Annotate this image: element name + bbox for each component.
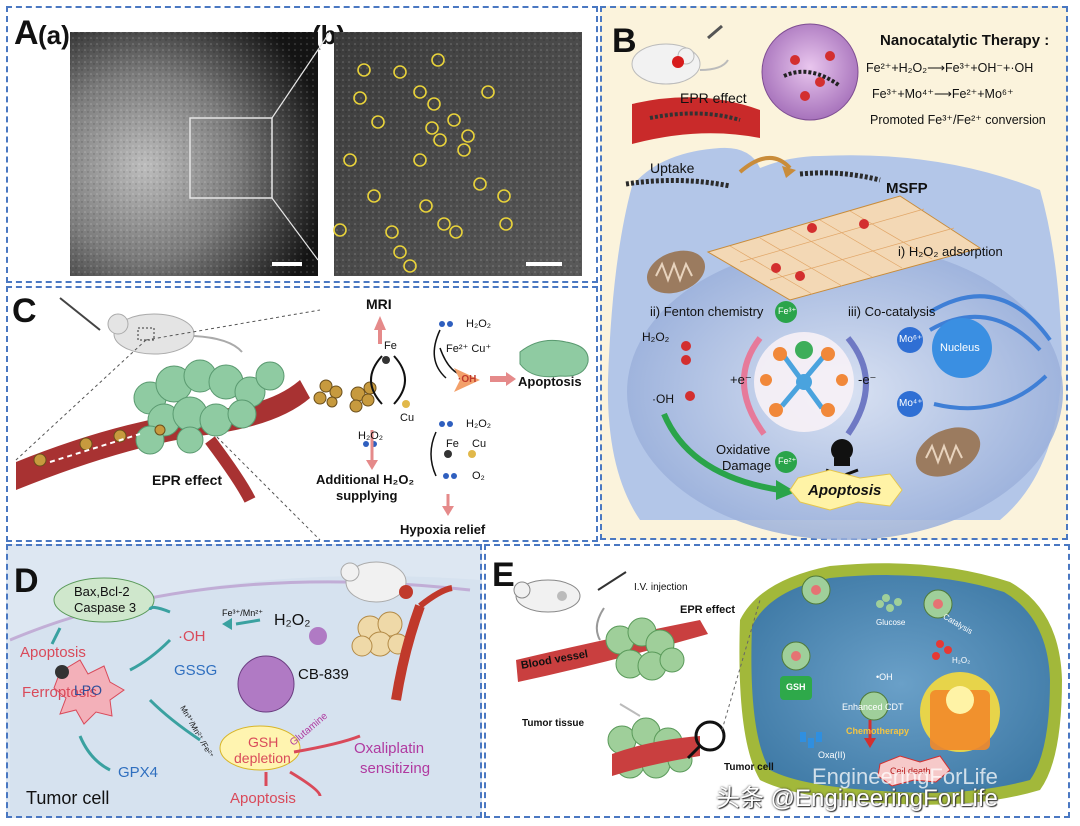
caspase-label: Caspase 3: [74, 600, 137, 615]
nucleus-label: Nucleus: [940, 342, 980, 354]
fe2-node: [775, 451, 797, 473]
uptake-label: Uptake: [650, 160, 695, 176]
oh-label-c: ·OH: [458, 374, 477, 385]
fe3-node: [775, 301, 797, 323]
oh-label-d: ·OH: [178, 628, 206, 645]
iv-injection-label: I.V. injection: [634, 582, 688, 593]
fe2-label: Fe²⁺: [778, 456, 797, 466]
panel-a: [6, 6, 598, 283]
panel-d-letter: D: [14, 562, 39, 600]
enhanced-cdt-label: Enhanced CDT: [842, 702, 904, 712]
panel-a-letter: A: [14, 14, 39, 52]
chemotherapy-label: Chemotherapy: [846, 726, 910, 736]
supplying-label: supplying: [336, 488, 398, 503]
watermark: 头条 @EngineeringForLife: [716, 785, 998, 812]
h2o2-label-d: H₂O₂: [274, 612, 311, 629]
bax-label: Bax,Bcl-2: [74, 584, 130, 599]
epr-label-e: EPR effect: [680, 604, 736, 616]
tumor-tissue-label: Tumor tissue: [522, 718, 585, 729]
plus-e-label: +e⁻: [730, 372, 752, 387]
apoptosis-1-label: Apoptosis: [20, 644, 86, 661]
mo6-node: [897, 327, 923, 353]
fe-mn-label: Fe³⁺/Mn²⁺: [222, 608, 264, 618]
epr-label-b: EPR effect: [680, 90, 747, 106]
hypoxia-label: Hypoxia relief: [400, 522, 486, 537]
sensitizing-label: sensitizing: [360, 760, 431, 777]
apoptosis-2-label: Apoptosis: [230, 790, 296, 807]
gpx4-label: GPX4: [118, 764, 159, 781]
h2o2-mid-label: H₂O₂: [466, 418, 492, 430]
panel-e-letter: E: [492, 556, 515, 594]
cb839-label: CB-839: [298, 666, 349, 683]
panel-e: [484, 544, 1070, 818]
equation-1: Fe²⁺+H₂O₂⟶Fe³⁺+OH⁻+·OH: [866, 61, 1034, 75]
oh-label-b: ·OH: [652, 392, 674, 406]
glucose-label: Glucose: [876, 618, 906, 627]
tumor-cell-label-e: Tumor cell: [724, 762, 774, 773]
gssg-label: GSSG: [174, 662, 218, 679]
mo6-label: Mo⁶⁺: [899, 334, 923, 345]
cu-label-c: Cu: [400, 412, 415, 424]
h2o2-label-e: H₂O₂: [952, 656, 971, 665]
mri-label: MRI: [366, 296, 392, 312]
nanocatalytic-title: Nanocatalytic Therapy :: [880, 32, 1050, 49]
mo4-node: [897, 391, 923, 417]
gsh-label-e: GSH: [786, 682, 806, 692]
oxaliplatin-label: Oxaliplatin: [354, 740, 425, 757]
panel-c-letter: C: [12, 292, 37, 330]
ferroptosis-label: Ferroptosis: [22, 684, 98, 701]
oxa-label: Oxa(II): [818, 750, 846, 760]
msfp-label: MSFP: [886, 180, 928, 197]
minus-e-label: -e⁻: [858, 372, 877, 387]
scale-bar-a: [272, 262, 302, 266]
scale-bar-b: [526, 262, 562, 266]
fe-mid-label: Fe: [446, 438, 459, 450]
h2o2-top-label: H₂O₂: [466, 318, 492, 330]
panel-a-sub-a: (a): [38, 20, 70, 50]
cocatalysis-label: iii) Co-catalysis: [848, 304, 936, 319]
epr-label-c: EPR effect: [152, 472, 223, 488]
mo4-label: Mo⁴⁺: [899, 398, 923, 409]
apoptosis-label-c: Apoptosis: [518, 374, 582, 389]
equation-2: Fe³⁺+Mo⁴⁺⟶Fe²⁺+Mo⁶⁺: [872, 87, 1014, 101]
gsh-label: GSH: [248, 734, 279, 750]
o2-label: O₂: [472, 470, 485, 482]
zoom-box: [189, 117, 273, 199]
panel-c: [6, 286, 598, 542]
cu-mid-label: Cu: [472, 438, 487, 450]
cell-death-label: Cell death: [890, 766, 931, 776]
lpo-label: LPO: [74, 682, 103, 698]
purple-nanoparticle: [237, 655, 295, 713]
fe-label-c: Fe: [384, 340, 397, 352]
oh-label-e: •OH: [876, 672, 893, 682]
additional-h2o2-label: Additional H₂O₂: [316, 472, 415, 487]
fe3-label: Fe³⁺: [778, 306, 797, 316]
tumor-cell-label: Tumor cell: [26, 788, 110, 808]
apoptosis-label-b: Apoptosis: [808, 482, 882, 499]
panel-b-letter: B: [612, 22, 637, 60]
particle-circles: [333, 53, 513, 273]
nucleus: [932, 318, 992, 378]
damage-label: Damage: [722, 458, 772, 473]
h2o2-label-b: H₂O₂: [642, 330, 670, 344]
watermark-ghost: EngineeringForLife: [812, 764, 998, 789]
h2o2-left-label: H₂O₂: [358, 430, 384, 442]
fe2-cu-label: Fe²⁺ Cu⁺: [446, 343, 492, 355]
depletion-label: depletion: [234, 750, 291, 766]
h2o2-adsorption-label: i) H₂O₂ adsorption: [898, 244, 1003, 259]
fenton-label: ii) Fenton chemistry: [650, 304, 764, 319]
oxidative-label: Oxidative: [716, 442, 771, 457]
equation-3: Promoted Fe³⁺/Fe²⁺ conversion: [870, 113, 1046, 127]
